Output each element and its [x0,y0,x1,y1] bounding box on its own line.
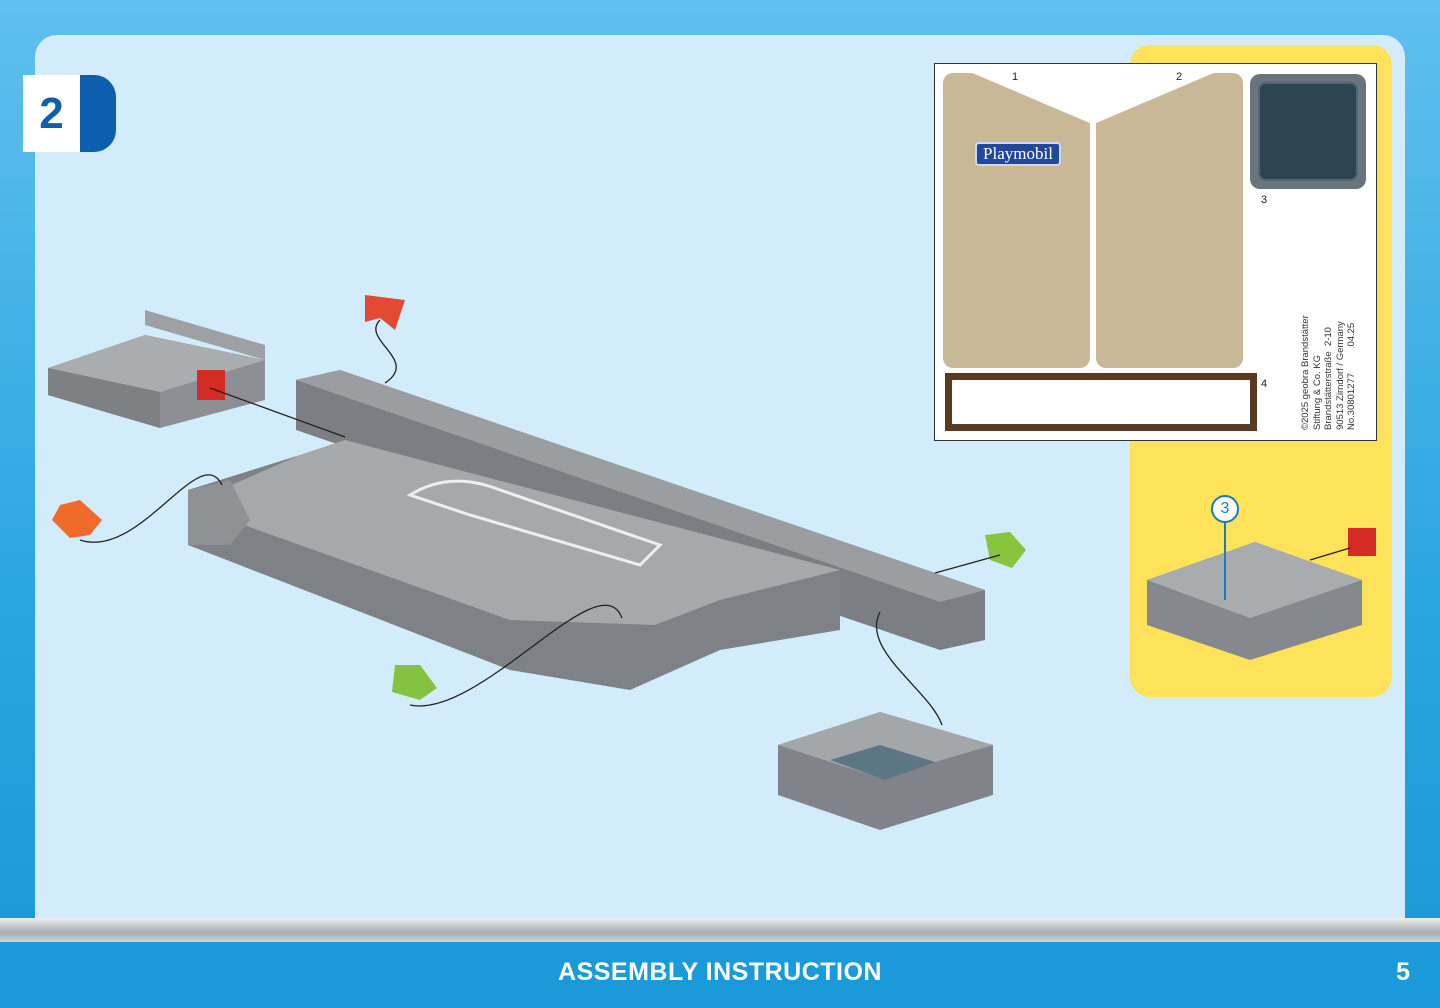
step-badge: 2 [23,75,116,152]
corner-piece-grate [778,712,993,830]
drain-grate-sticker [1250,74,1366,189]
corner-piece-top-left [48,310,265,428]
footer-title: ASSEMBLY INSTRUCTION [558,958,882,986]
footer-divider [0,918,1440,942]
hopscotch-graphic [406,479,663,567]
playmobil-sign-sticker: Playmobil [975,142,1061,166]
sticker-label: 4 [1261,378,1268,390]
sticker-wall-1 [943,73,1090,368]
orange-pin [52,500,102,538]
green-pin-right [985,532,1026,568]
step-number: 2 [23,75,80,152]
red-pin [365,295,405,330]
page-number: 5 [1396,958,1410,986]
corner-piece-detail [1147,522,1376,660]
frame-sticker [945,373,1257,431]
green-pin-left [392,665,437,700]
sticker-label: 1 [1012,71,1019,83]
footer: ASSEMBLY INSTRUCTION 5 [0,942,1440,1008]
assembly-arrows [79,319,1351,726]
sticker-wall-2 [1096,73,1243,368]
sticker-label: 2 [1176,71,1183,83]
part-callout: 3 [1211,495,1239,523]
sticker-label: 3 [1261,194,1268,206]
